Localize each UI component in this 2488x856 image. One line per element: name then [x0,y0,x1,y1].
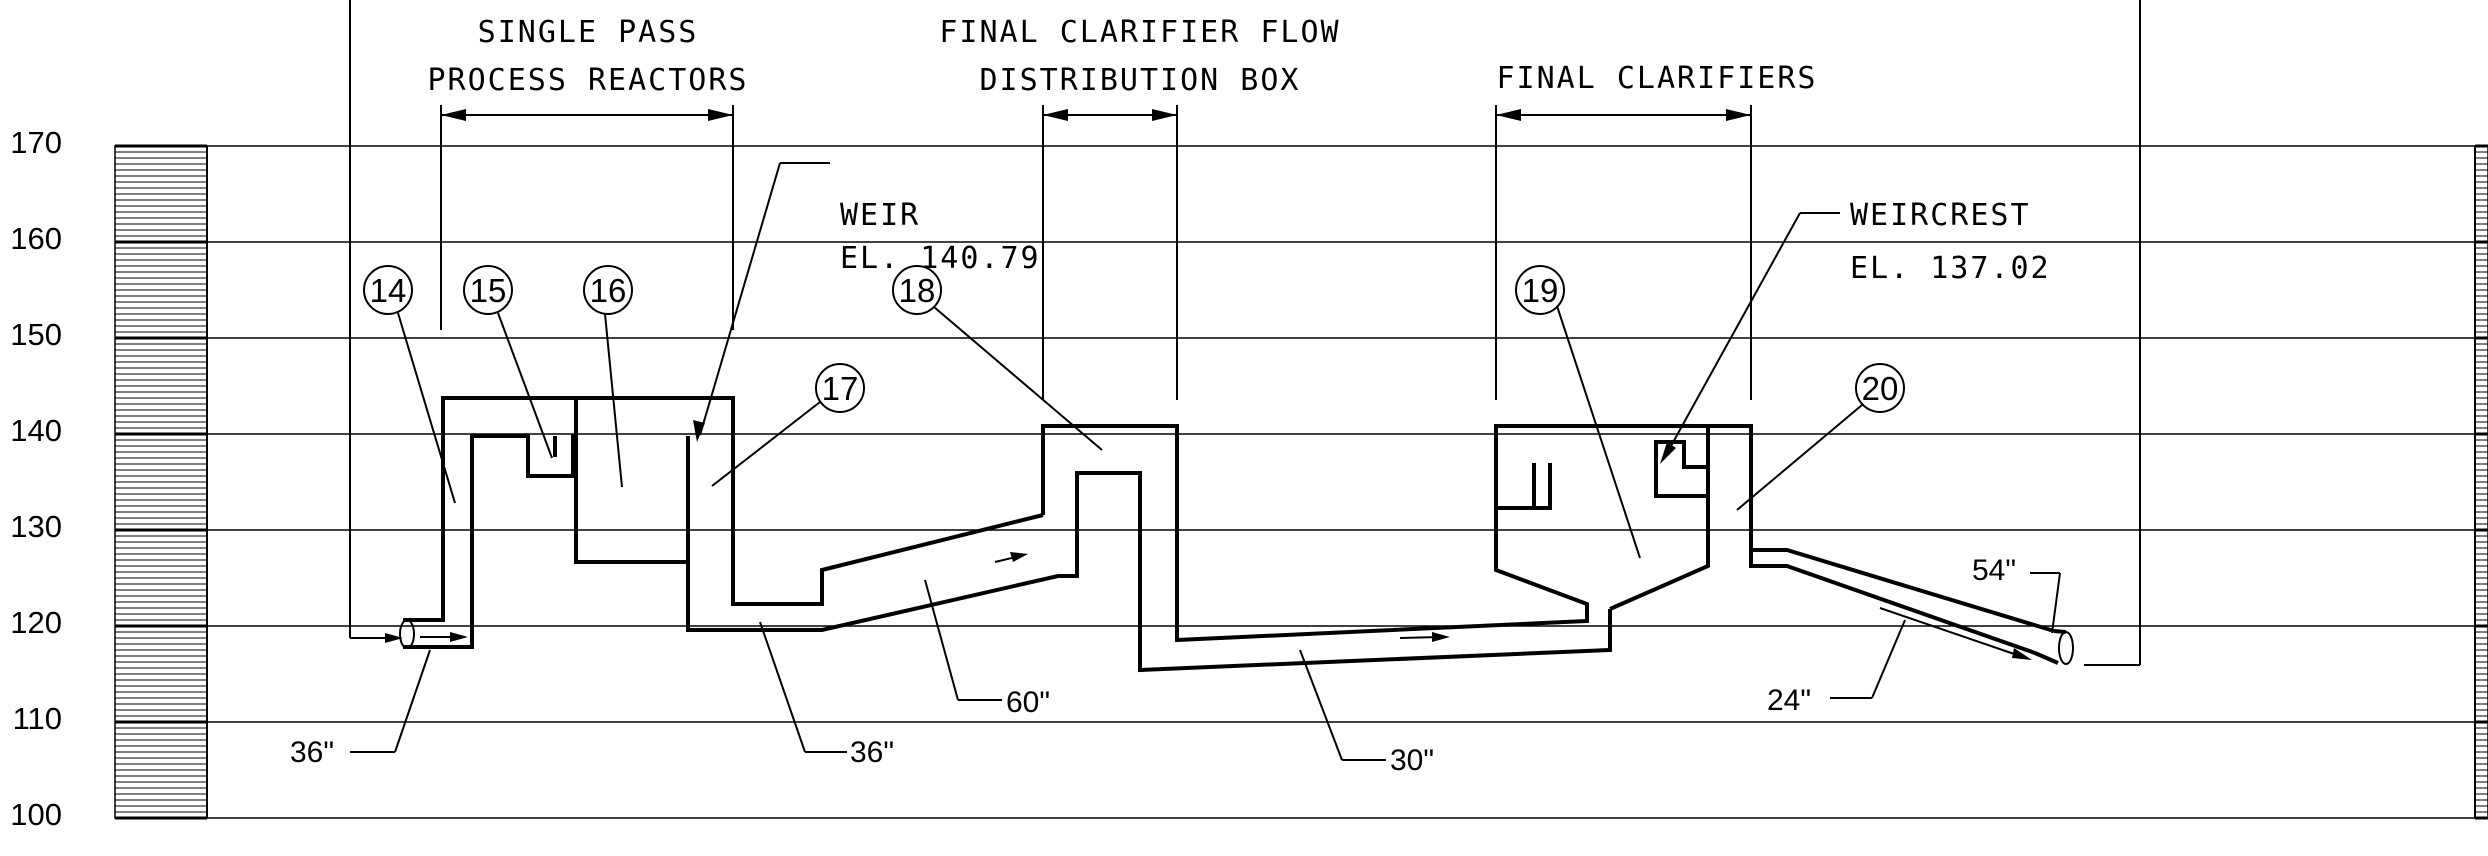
tick-label-100: 100 [10,797,62,832]
svg-text:30": 30" [1390,744,1434,777]
tick-label-160: 160 [10,221,62,256]
elevation-axis: 170 160 150 140 130 120 110 100 [10,125,62,832]
callout-16: 16 [583,265,633,488]
svg-text:15: 15 [470,272,507,309]
callout-19: 19 [1515,265,1641,559]
svg-text:60": 60" [1006,686,1050,719]
box-header-line1: FINAL CLARIFIER FLOW [939,15,1340,50]
svg-text:19: 19 [1522,272,1559,309]
flow-arrows [350,552,2032,660]
flow-arrow-30 [1432,632,1450,642]
extension-lines [349,0,2141,666]
pipe-label-54: 54" [1972,554,2061,634]
flow-arrow-inlet [450,632,468,642]
svg-text:54": 54" [1972,554,2016,587]
elevation-grid [206,145,2476,819]
pipe-label-30: 30" [1299,649,1434,777]
ruler-strip-right [2474,144,2488,820]
svg-text:24": 24" [1767,684,1811,717]
svg-text:36": 36" [290,736,334,769]
pipe-label-60: 60" [924,579,1050,719]
reactors-header-line1: SINGLE PASS [478,15,699,50]
svg-text:17: 17 [822,370,859,407]
process-reactors-profile [399,396,1612,673]
tick-label-110: 110 [13,701,62,736]
flow-arrow-entry [385,633,403,643]
callout-20: 20 [1736,363,1905,511]
tick-label-130: 130 [10,509,62,544]
clarifiers-header: FINAL CLARIFIERS [1497,61,1818,96]
weir-annotation: WEIR EL. 140.79 [693,162,1041,442]
flow-arrow-60 [1010,552,1028,562]
weir-label-line2: EL. 140.79 [840,241,1041,276]
svg-text:36": 36" [850,736,894,769]
ruler-strip-left [114,144,208,820]
flow-arrow-24 [2012,648,2032,660]
box-header-line2: DISTRIBUTION BOX [980,63,1301,98]
svg-text:20: 20 [1862,370,1899,407]
tick-label-170: 170 [10,125,62,160]
svg-text:18: 18 [899,272,936,309]
callout-17: 17 [711,363,865,487]
weircrest-label-line2: EL. 137.02 [1850,251,2051,286]
reactors-header-line2: PROCESS REACTORS [428,63,749,98]
reactors-dimension [441,109,733,121]
weir-label-line1: WEIR [840,198,920,233]
clarifiers-dimension [1496,109,1751,121]
tick-label-140: 140 [10,413,62,448]
callout-14: 14 [363,265,456,504]
pipe-label-36-mid: 36" [759,621,894,769]
callout-18: 18 [892,265,1103,451]
distribution-box-profile [1041,424,2074,665]
box-dimension [1043,109,1177,121]
tick-label-120: 120 [10,605,62,640]
pipe-label-24: 24" [1767,619,1906,717]
pipe-label-36-left: 36" [290,649,431,769]
weircrest-label-line1: WEIRCREST [1850,198,2031,233]
weircrest-annotation: WEIRCREST EL. 137.02 [1660,198,2051,464]
svg-text:14: 14 [370,272,407,309]
callout-15: 15 [463,265,553,459]
tick-label-150: 150 [10,317,62,352]
svg-text:16: 16 [590,272,627,309]
